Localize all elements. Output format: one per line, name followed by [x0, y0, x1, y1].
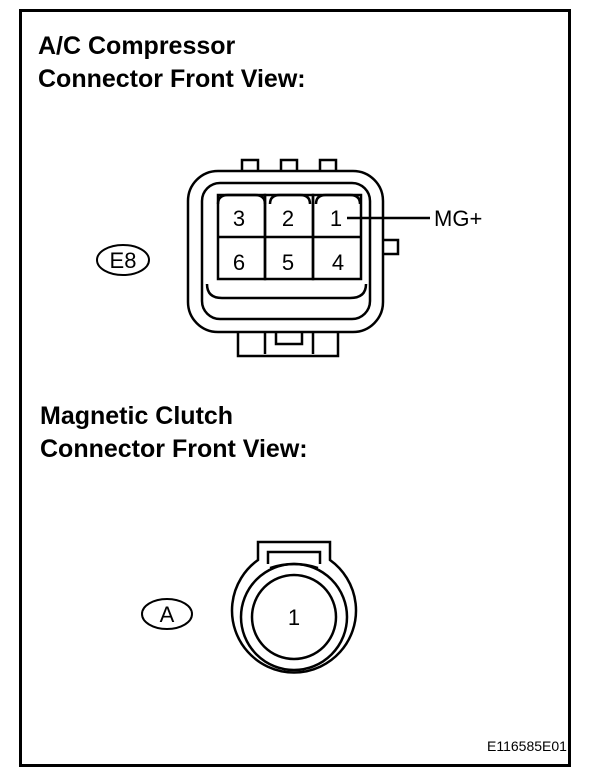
mg-plus-label: MG+	[434, 206, 482, 231]
cavity-top-middle	[268, 193, 312, 205]
side-key	[383, 238, 400, 256]
lower-channel	[205, 283, 368, 300]
figure-code: E116585E01	[487, 738, 567, 754]
a-id-bubble	[141, 598, 193, 630]
pin-3: 3	[233, 206, 245, 231]
e8-id-label: E8	[110, 248, 137, 273]
a-id-label: A	[160, 602, 175, 627]
clutch-pin-1: 1	[288, 605, 300, 630]
clutch-ring-outer	[239, 562, 349, 672]
top-tabs	[240, 158, 338, 172]
cavity-top-right	[314, 193, 362, 205]
pin-4: 4	[332, 250, 344, 275]
clutch-ring-inner	[250, 573, 338, 661]
e8-id-bubble	[96, 244, 150, 276]
clutch-title: Magnetic Clutch Connector Front View:	[40, 402, 308, 463]
pin-2: 2	[282, 206, 294, 231]
bottom-latch-center	[274, 332, 304, 346]
clutch-connector	[230, 540, 358, 674]
bottom-latch-inner	[263, 332, 315, 354]
compressor-connector	[186, 158, 430, 358]
outer-housing	[186, 169, 385, 334]
inner-housing	[200, 181, 372, 321]
bottom-latch	[236, 332, 340, 358]
clutch-tab-inner	[266, 550, 322, 564]
cavity-top-left	[216, 193, 267, 205]
clutch-outer-body	[230, 540, 358, 674]
compressor-title: A/C Compressor Connector Front View:	[38, 32, 306, 93]
pin-1: 1	[330, 206, 342, 231]
pin-5: 5	[282, 250, 294, 275]
pin-6: 6	[233, 250, 245, 275]
diagram-frame	[19, 9, 571, 767]
